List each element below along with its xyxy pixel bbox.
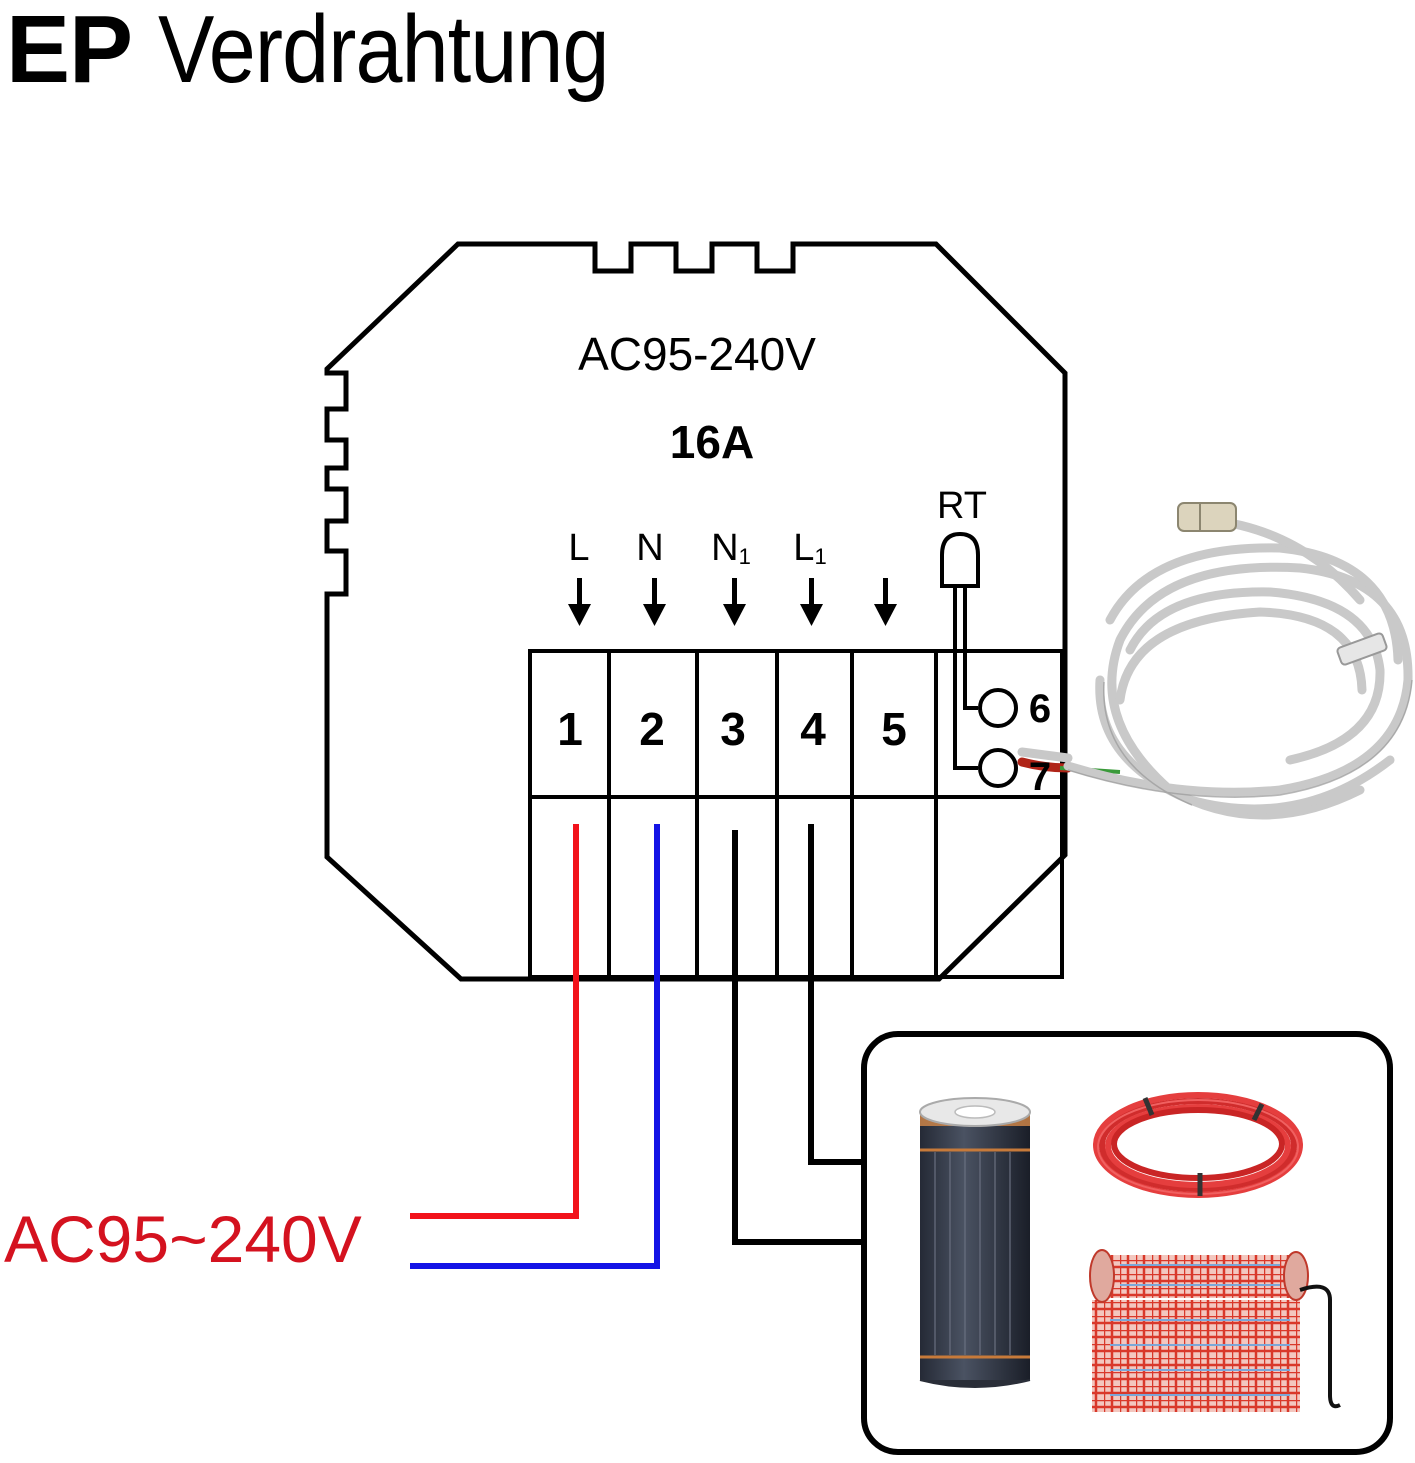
sensor-cable-image: 7 — [1017, 502, 1413, 820]
terminal-number-3: 3 — [720, 703, 746, 755]
terminal-number-5: 5 — [881, 703, 907, 755]
arrow-down-icon — [568, 578, 591, 626]
arrow-down-icon — [723, 578, 746, 626]
terminal-label-2: N — [636, 527, 663, 569]
arrow-down-icon — [874, 578, 897, 626]
terminal-number-6: 6 — [1029, 687, 1051, 731]
page-title: EP Verdrahtung — [6, 0, 670, 106]
neutral-wire — [410, 824, 660, 1269]
load-wire-n1 — [732, 830, 862, 1245]
terminal-label-3: N1 — [711, 527, 751, 569]
heating-cable-coil-image — [1093, 1092, 1303, 1198]
terminal-number-1: 1 — [557, 703, 583, 755]
sensor-leads — [953, 586, 978, 770]
terminal-6-screw — [978, 688, 1018, 728]
heating-mat-image — [1089, 1249, 1341, 1412]
sensor-probe-icon — [1177, 502, 1237, 532]
thermostat-housing — [324, 241, 1068, 982]
sensor-icon — [940, 531, 980, 588]
supply-voltage-label: AC95~240V — [4, 1202, 362, 1276]
live-wire — [410, 824, 579, 1219]
terminal-number-4: 4 — [800, 703, 826, 755]
voltage-rating: AC95-240V — [578, 328, 816, 380]
terminal-block — [528, 649, 1064, 979]
title-rest: Verdrahtung — [157, 0, 610, 103]
terminal-label-1: L — [568, 527, 589, 569]
title-bold: EP — [6, 0, 133, 103]
current-rating: 16A — [670, 416, 754, 468]
terminal-numbers: 1 2 3 4 5 — [557, 703, 907, 755]
terminal-number-7: 7 — [1029, 755, 1051, 799]
arrow-down-icon — [800, 578, 823, 626]
arrow-down-icon — [643, 578, 666, 626]
terminal-number-2: 2 — [639, 703, 665, 755]
sensor-label: RT — [937, 485, 987, 527]
load-wire-l1 — [808, 824, 862, 1165]
terminal-7-screw — [978, 748, 1018, 788]
terminal-labels: L N N1 L1 — [568, 527, 826, 569]
terminal-arrows — [568, 578, 897, 626]
terminal-label-4: L1 — [793, 527, 826, 569]
heating-film-roll-image — [919, 1097, 1031, 1388]
